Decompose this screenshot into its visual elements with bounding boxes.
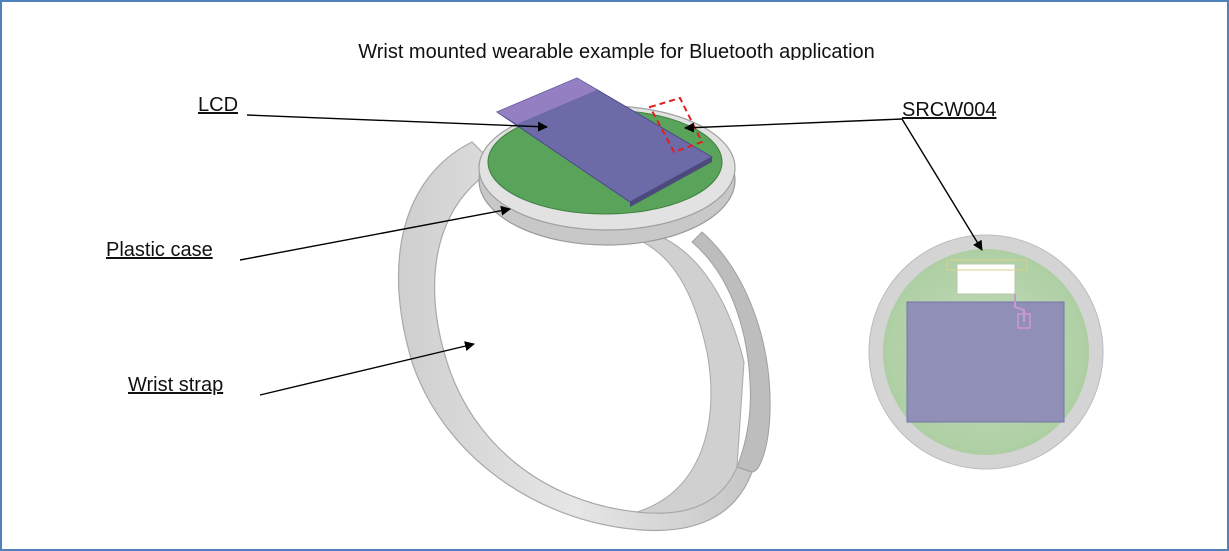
plastic-case-arrow — [239, 205, 511, 261]
antenna-trace — [946, 259, 1028, 271]
lcd-panel — [495, 77, 714, 207]
srcw004-module — [956, 263, 1016, 295]
diagram-title: Wrist mounted wearable example for Bluet… — [358, 41, 875, 60]
wrist-strap-label: Wrist strap — [128, 374, 224, 396]
antenna-marker — [648, 96, 704, 154]
srcw004-label: SRCW004 — [902, 99, 997, 121]
plastic-case-label: Plastic case — [106, 239, 213, 261]
frame-bottom-cover — [2, 547, 1227, 549]
srcw004-arrow-watch — [684, 118, 903, 133]
top-view-board — [868, 234, 1104, 470]
srcw004-arrow-board — [901, 118, 983, 251]
lcd-label: LCD — [198, 94, 239, 116]
lcd-arrow — [246, 114, 548, 132]
top-view-lcd — [906, 301, 1065, 423]
wrist-strap-arrow — [259, 341, 475, 396]
